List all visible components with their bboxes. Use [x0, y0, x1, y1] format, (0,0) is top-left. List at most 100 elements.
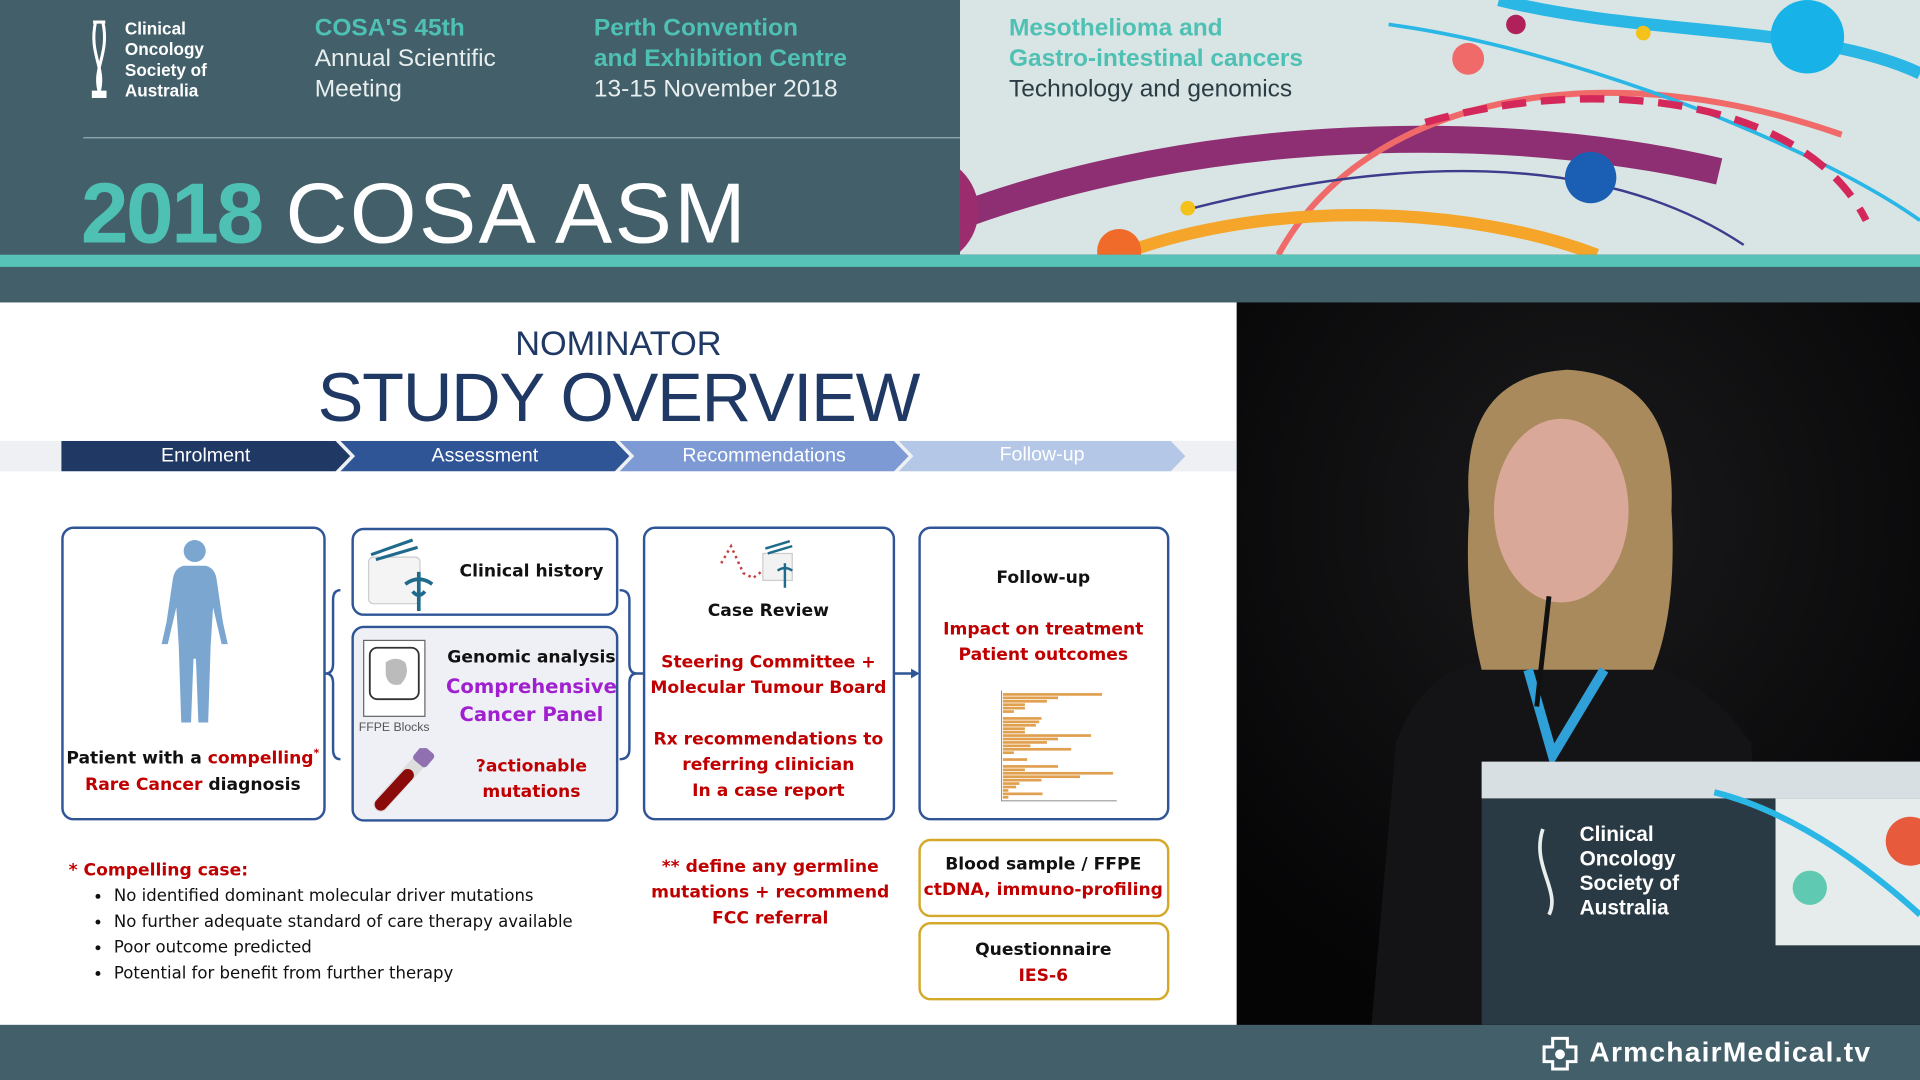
enrolment-text-emph2: Rare Cancer	[85, 774, 203, 795]
enrolment-box: Patient with a compelling* Rare Cancer d…	[61, 526, 326, 821]
medical-folder-icon	[367, 538, 434, 612]
thumbnail-bar	[1002, 723, 1036, 727]
speaker-video: Clinical Oncology Society of Australia	[1236, 302, 1920, 1025]
germline-line: FCC referral	[712, 908, 829, 929]
questionnaire-detail: IES-6	[1018, 966, 1069, 986]
enrolment-text: Patient with a compelling* Rare Cancer d…	[64, 742, 322, 798]
committee-line: Molecular Tumour Board	[650, 678, 887, 698]
band	[0, 266, 1920, 303]
thumbnail-bar	[1002, 765, 1058, 768]
venue-line: and Exhibition Centre	[593, 45, 847, 73]
thumbnail-bar	[1002, 782, 1020, 785]
meeting-line: Annual Scientific	[314, 45, 496, 73]
thumbnail-bar	[1002, 771, 1114, 775]
questionnaire-title: Questionnaire	[975, 940, 1112, 961]
follow-up-box: Follow-up Impact on treatment Patient ou…	[918, 526, 1170, 821]
thumbnail-bar	[1002, 795, 1009, 799]
questionnaire-box: Questionnaire IES-6	[918, 922, 1170, 1001]
committee-line: Steering Committee +	[661, 652, 876, 673]
thumbnail-bar	[1002, 727, 1025, 731]
step-assessment: Assessment	[340, 440, 630, 472]
thumbnail-bar	[1002, 758, 1028, 761]
thumbnail-bar	[1002, 747, 1072, 751]
clinical-history-label: Clinical history	[459, 562, 604, 582]
thumbnail-bar	[1002, 717, 1042, 720]
theme-line-1: Mesothelioma and	[1008, 14, 1223, 42]
actionable-line: mutations	[482, 782, 581, 803]
slide-title: STUDY OVERVIEW	[317, 358, 921, 436]
meeting-line: Meeting	[314, 75, 402, 103]
thumbnail-axes	[1001, 690, 1117, 802]
thumbnail-bar	[1002, 751, 1014, 755]
case-review-title: Case Review	[707, 601, 830, 621]
theme-subtitle: Technology and genomics	[1008, 75, 1293, 103]
thumbnail-bar	[1002, 699, 1047, 703]
compelling-bullet: No further adequate standard of care the…	[114, 910, 573, 936]
event-year: 2018	[80, 165, 264, 255]
compelling-bullet: Poor outcome predicted	[114, 936, 573, 962]
thumbnail-bar	[1002, 741, 1047, 744]
armchair-medical-logo-icon	[1540, 1035, 1579, 1072]
podium-logo-line: Society of	[1579, 871, 1680, 896]
panel-line: Cancer Panel	[459, 702, 604, 727]
thumbnail-bar	[1002, 785, 1017, 789]
rx-line: Rx recommendations to	[653, 729, 884, 750]
blood-sample-detail: ctDNA, immuno-profiling	[923, 880, 1163, 901]
ffpe-label: FFPE Blocks	[358, 721, 430, 735]
thumbnail-bar	[1002, 696, 1058, 700]
germline-line: ** define any germline	[661, 857, 879, 877]
podium-logo-line: Clinical	[1579, 822, 1654, 847]
conference-banner: Mesothelioma and Gastro-intestinal cance…	[0, 0, 1920, 255]
logo-line: Clinical	[124, 18, 186, 38]
rx-text: Rx recommendations to referring clinicia…	[645, 727, 891, 804]
enrolment-text-emph: compelling	[207, 748, 314, 769]
panel-line: Comprehensive	[446, 674, 617, 698]
impact-line: Patient outcomes	[958, 645, 1129, 665]
cosa-logo-icon	[86, 20, 113, 101]
event-title: 2018 COSA ASM	[80, 162, 749, 255]
impact-line: Impact on treatment	[943, 619, 1144, 640]
podium-logo: Clinical Oncology Society of Australia	[1580, 823, 1679, 921]
case-review-icon	[720, 540, 793, 588]
actionable-mutations: ?actionable mutations	[440, 754, 624, 805]
actionable-line: ?actionable	[475, 756, 587, 777]
case-review-box: Case Review Steering Committee + Molecul…	[642, 526, 896, 821]
genomic-analysis-title: Genomic analysis	[447, 647, 616, 668]
compelling-bullet: No identified dominant molecular driver …	[114, 884, 573, 910]
enrolment-asterisk: *	[313, 748, 320, 761]
impact-text: Impact on treatment Patient outcomes	[921, 617, 1166, 668]
compelling-case-list: * Compelling case: No identified dominan…	[69, 858, 573, 987]
human-silhouette-icon	[161, 540, 228, 723]
step-follow-up: Follow-up	[898, 440, 1186, 472]
genomic-analysis-box: FFPE Blocks Genomic analysis Comprehensi…	[351, 625, 619, 822]
blood-sample-box: Blood sample / FFPE ctDNA, immuno-profil…	[918, 838, 1170, 918]
thumbnail-bar	[1002, 737, 1058, 741]
rx-line: In a case report	[692, 781, 845, 801]
blood-tube-icon	[373, 748, 435, 812]
cosa-logo-text: Clinical Oncology Society of Australia	[125, 18, 207, 101]
thumbnail-bar	[1002, 734, 1092, 737]
thumbnail-bar	[1002, 778, 1042, 782]
step-enrolment: Enrolment	[61, 440, 351, 472]
thumbnail-bar	[1002, 744, 1031, 748]
podium-logo-line: Australia	[1579, 896, 1669, 920]
header-divider	[83, 137, 961, 139]
germline-note: ** define any germline mutations + recom…	[643, 855, 898, 932]
thumbnail-bar	[1002, 792, 1043, 796]
thumbnail-bar	[1002, 775, 1081, 779]
thumbnail-bar	[1002, 789, 1009, 792]
event-name: COSA ASM	[285, 165, 749, 255]
theme-line-2: Gastro-intestinal cancers	[1008, 45, 1303, 73]
slide-kicker: NOMINATOR	[515, 324, 722, 363]
thumbnail-bar	[1002, 730, 1025, 734]
meeting-dates: 13-15 November 2018	[593, 75, 838, 103]
footer-bar: ArmchairMedical.tv	[0, 1024, 1920, 1080]
ffpe-block-icon	[363, 639, 426, 717]
step-recommendations: Recommendations	[619, 440, 909, 472]
venue-line: Perth Convention	[593, 14, 798, 42]
enrolment-text-prefix: Patient with a	[66, 748, 208, 769]
rx-line: referring clinician	[682, 755, 855, 776]
logo-line: Australia	[124, 80, 199, 101]
teal-stripe	[0, 254, 1920, 267]
germline-line: mutations + recommend	[651, 882, 890, 903]
